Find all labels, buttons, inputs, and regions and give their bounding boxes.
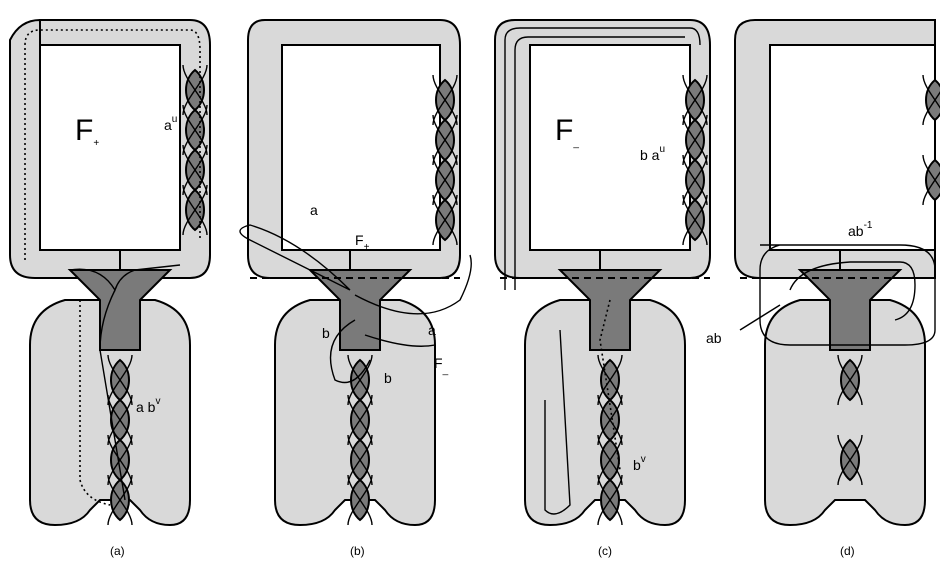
label-b-right: b: [384, 370, 392, 386]
panel-d: ab-1 ab (d): [706, 20, 940, 558]
label-b-left: b: [322, 325, 330, 341]
caption-b: (b): [350, 544, 365, 558]
panel-a: F+ au a bv (a): [10, 20, 210, 558]
upper-band: [10, 20, 210, 278]
caption-a: (a): [110, 544, 125, 558]
panel-b: a F+ a b b F_ (b): [240, 20, 471, 558]
label-f-minus: F_: [434, 355, 449, 376]
label-ab: ab: [706, 330, 722, 346]
label-a-2: a: [428, 322, 436, 338]
caption-c: (c): [598, 544, 612, 558]
label-a: a: [310, 202, 318, 218]
caption-d: (d): [840, 544, 855, 558]
panel-c: F_ b au bv (c): [495, 20, 710, 558]
